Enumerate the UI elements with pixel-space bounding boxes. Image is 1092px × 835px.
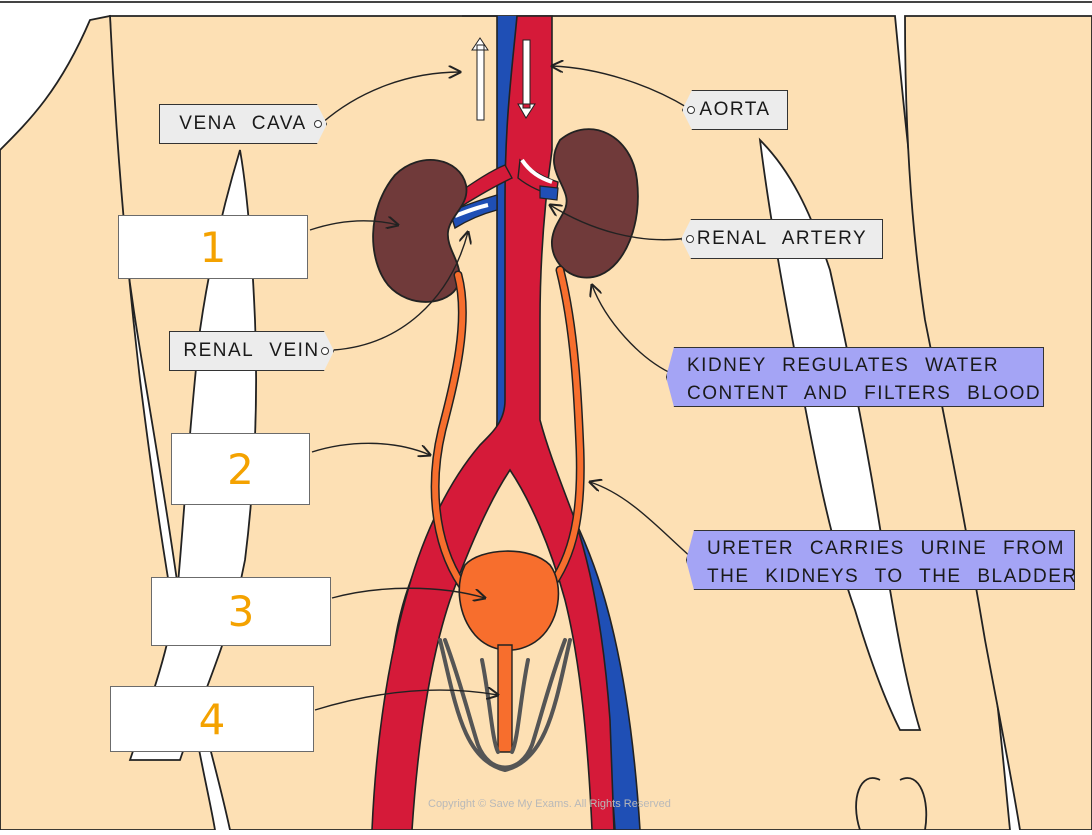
answer-box-1[interactable]: 1: [118, 215, 308, 279]
ureter-info-pointer: [590, 482, 693, 559]
tag-hole-icon: [321, 347, 329, 355]
tag-hole-icon: [314, 120, 322, 128]
answer-box-3-number: 3: [227, 587, 255, 636]
right-kidney: [551, 128, 639, 279]
renal-vein-right: [539, 185, 559, 201]
box-2-pointer: [311, 442, 430, 455]
renal-artery-label: RENAL ARTERY: [681, 219, 883, 259]
renal-vein-flow-arrow: [454, 203, 489, 218]
box-3-pointer: [331, 587, 485, 598]
copyright-text: Copyright © Save My Exams. All Rights Re…: [428, 798, 671, 810]
bladder: [458, 550, 560, 651]
answer-box-2[interactable]: 2: [171, 433, 310, 505]
answer-box-2-number: 2: [227, 444, 254, 494]
answer-box-4-number: 4: [198, 694, 226, 744]
right-hand-outline: [855, 777, 928, 831]
kidney-info-label: KIDNEY REGULATES WATER CONTENT AND FILTE…: [666, 347, 1044, 407]
aorta: [371, 15, 615, 831]
ureter-info-label: URETER CARRIES URINE FROM THE KIDNEYS TO…: [686, 530, 1075, 590]
genital-outline: [438, 638, 572, 773]
ureter-info-line-2: THE KIDNEYS TO THE BLADDER: [707, 566, 1078, 587]
kidney-info-pointer: [592, 285, 676, 376]
box-4-pointer: [314, 690, 498, 711]
renal-vein-label-text: RENAL VEIN: [183, 340, 320, 361]
renal-artery-label-text: RENAL ARTERY: [696, 228, 868, 249]
vena-cava-pointer: [321, 72, 460, 124]
vena-cava-up-arrow: [471, 37, 489, 121]
tag-hole-icon: [687, 106, 695, 114]
tag-hole-icon: [686, 235, 694, 243]
right-arm: [904, 15, 1092, 831]
vena-cava-label-text: VENA CAVA: [179, 113, 307, 134]
answer-box-1-number: 1: [199, 222, 227, 272]
renal-vein-pointer: [333, 232, 468, 351]
urethra: [497, 644, 513, 753]
vena-cava-label: VENA CAVA: [159, 104, 327, 144]
kidney-info-line-2: CONTENT AND FILTERS BLOOD: [687, 383, 1042, 404]
ureter-info-line-1: URETER CARRIES URINE FROM: [707, 538, 1065, 559]
answer-box-4[interactable]: 4: [110, 686, 314, 752]
box-1-pointer: [309, 221, 398, 231]
left-kidney: [372, 159, 468, 303]
aorta-label: AORTA: [682, 90, 788, 130]
aorta-label-text: AORTA: [699, 99, 771, 120]
aorta-pointer: [552, 66, 689, 109]
renal-artery-pointer: [550, 205, 689, 241]
aorta-down-arrow: [517, 39, 536, 119]
renal-artery-left: [454, 164, 513, 207]
answer-box-3[interactable]: 3: [151, 577, 331, 646]
renal-vein-label: RENAL VEIN: [169, 331, 334, 371]
renal-artery-flow-arrow: [520, 158, 553, 184]
kidney-info-line-1: KIDNEY REGULATES WATER: [687, 355, 1000, 376]
renal-vein-vessel: [449, 194, 498, 230]
